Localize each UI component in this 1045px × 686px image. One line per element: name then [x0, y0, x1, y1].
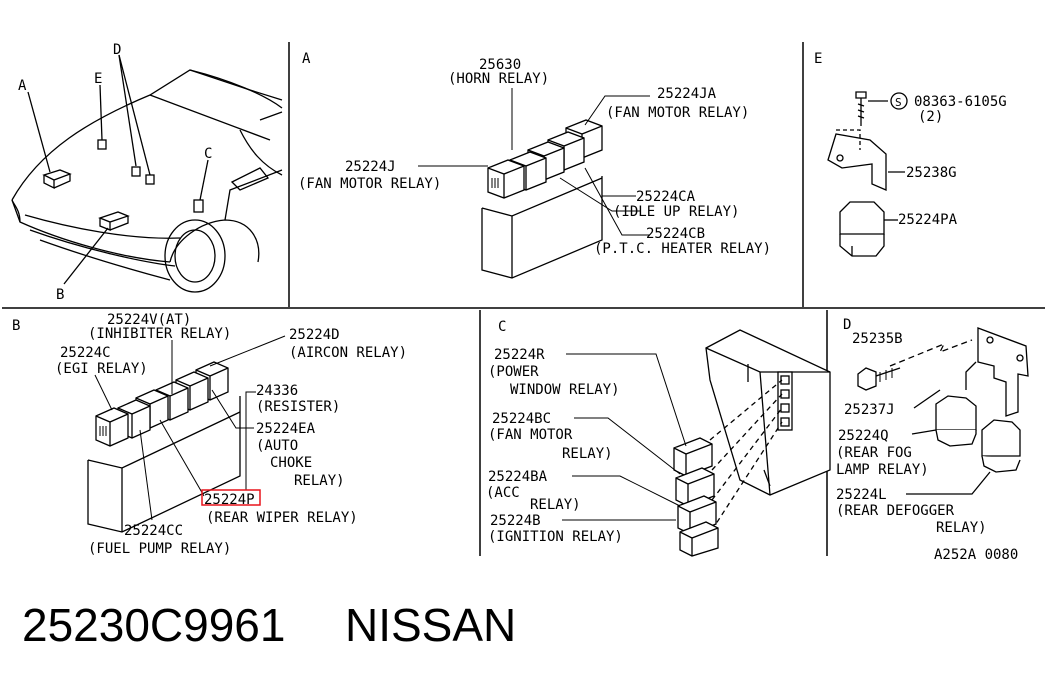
aircon-relay-code: 25224D: [289, 327, 340, 343]
rear-fog-relay-code: 25224Q: [838, 428, 889, 444]
acc-relay-code: 25224BA: [488, 469, 548, 485]
egi-relay-desc: (EGI RELAY): [55, 361, 148, 377]
acc-relay-desc-2: RELAY): [530, 497, 581, 513]
bolt-qty: (2): [918, 109, 943, 125]
fan-motor-relay-bc-desc-1: (FAN MOTOR: [488, 427, 573, 443]
panel-d-letter: D: [843, 317, 851, 333]
idle-up-relay-desc: (IDLE UP RELAY): [613, 204, 739, 220]
overview-label-b: B: [56, 287, 64, 303]
panel-b-leaders: [94, 335, 286, 521]
power-window-relay-desc-1: (POWER: [488, 364, 539, 380]
rear-defogger-relay-desc-1: (REAR DEFOGGER: [836, 503, 955, 519]
panel-d-parts: [857, 327, 1029, 495]
fuel-pump-relay-code: 25224CC: [124, 523, 183, 539]
panel-e-labels: S 08363-6105G (2) 25238G 25224PA: [895, 94, 1007, 228]
overview-label-a: A: [18, 78, 27, 94]
auto-choke-relay-desc-3: RELAY): [294, 473, 345, 489]
panel-a-leaders: [418, 88, 650, 236]
panel-a-letter: A: [302, 51, 311, 67]
resister-desc: (RESISTER): [256, 399, 340, 415]
panel-e-letter: E: [814, 51, 822, 67]
rear-defogger-relay-desc-2: RELAY): [936, 520, 987, 536]
panel-a-labels: 25630 (HORN RELAY) 25224JA (FAN MOTOR RE…: [298, 57, 771, 257]
overview-label-d: D: [113, 42, 121, 58]
panel-c-labels: 25224R (POWER WINDOW RELAY) 25224BC (FAN…: [486, 347, 623, 545]
panel-c-letter: C: [498, 319, 506, 335]
power-window-relay-desc-2: WINDOW RELAY): [510, 382, 620, 398]
ptc-heater-relay-code: 25224CB: [646, 226, 705, 242]
panel-b-letter: B: [12, 318, 20, 334]
drawing-id: A252A 0080: [934, 547, 1018, 560]
fuel-pump-relay-desc: (FUEL PUMP RELAY): [88, 541, 231, 557]
parts-diagram: A E D C B A 25: [2, 42, 1045, 560]
auto-choke-relay-desc-1: (AUTO: [256, 438, 298, 454]
inhibiter-relay-code: 25224V(AT): [107, 312, 191, 328]
bolt-code: 08363-6105G: [914, 94, 1007, 110]
ignition-relay-desc: (IGNITION RELAY): [488, 529, 623, 545]
bracket-code: 25238G: [906, 165, 957, 181]
fan-motor-relay-bc-code: 25224BC: [492, 411, 551, 427]
panel-e-parts: [827, 91, 908, 257]
panel-b-labels: 25224V(AT) (INHIBITER RELAY) 25224D (AIR…: [55, 312, 407, 557]
fan-motor-relay-ja-code: 25224JA: [657, 86, 717, 102]
panel-c-leaders: [562, 353, 687, 521]
bolt-25235b-code: 25235B: [852, 331, 903, 347]
ptc-heater-relay-desc: (P.T.C. HEATER RELAY): [594, 241, 771, 257]
fan-motor-relay-ja-desc: (FAN MOTOR RELAY): [606, 105, 749, 121]
relay-pa-code: 25224PA: [898, 212, 958, 228]
panel-c-relay-box: [673, 329, 831, 557]
rear-defogger-relay-code: 25224L: [836, 487, 887, 503]
rear-fog-relay-desc-1: (REAR FOG: [836, 445, 912, 461]
rear-fog-relay-desc-2: LAMP RELAY): [836, 462, 929, 478]
ignition-relay-code: 25224B: [490, 513, 541, 529]
bolt-symbol: S: [895, 96, 902, 109]
bracket-25237j-code: 25237J: [844, 402, 895, 418]
panel-a-relay-block: [481, 119, 603, 279]
idle-up-relay-code: 25224CA: [636, 189, 696, 205]
auto-choke-relay-code: 25224EA: [256, 421, 316, 437]
part-number: 25230C9961: [22, 599, 286, 651]
resister-code: 24336: [256, 383, 298, 399]
fan-motor-relay-j-code: 25224J: [345, 159, 396, 175]
egi-relay-code: 25224C: [60, 345, 111, 361]
panel-b-relay-block: [87, 361, 241, 533]
inhibiter-relay-desc: (INHIBITER RELAY): [88, 326, 231, 342]
overview-callouts: A E D C B: [18, 42, 212, 303]
panel-d-labels: 25235B 25237J 25224Q (REAR FOG LAMP RELA…: [836, 331, 1018, 560]
overview-label-e: E: [94, 71, 102, 87]
fan-motor-relay-bc-desc-2: RELAY): [562, 446, 613, 462]
highlight-box: [201, 489, 261, 506]
brand-name: NISSAN: [345, 599, 517, 651]
power-window-relay-code: 25224R: [494, 347, 545, 363]
auto-choke-relay-desc-2: CHOKE: [270, 455, 312, 471]
aircon-relay-desc: (AIRCON RELAY): [289, 345, 407, 361]
horn-relay-code: 25630: [479, 57, 521, 73]
rear-wiper-relay-desc: (REAR WIPER RELAY): [206, 510, 358, 526]
rear-wiper-relay-code: 25224P: [204, 492, 255, 508]
horn-relay-desc: (HORN RELAY): [448, 71, 549, 87]
overview-label-c: C: [204, 146, 212, 162]
acc-relay-desc-1: (ACC: [486, 485, 520, 501]
car-overview: [11, 54, 283, 293]
fan-motor-relay-j-desc: (FAN MOTOR RELAY): [298, 176, 441, 192]
